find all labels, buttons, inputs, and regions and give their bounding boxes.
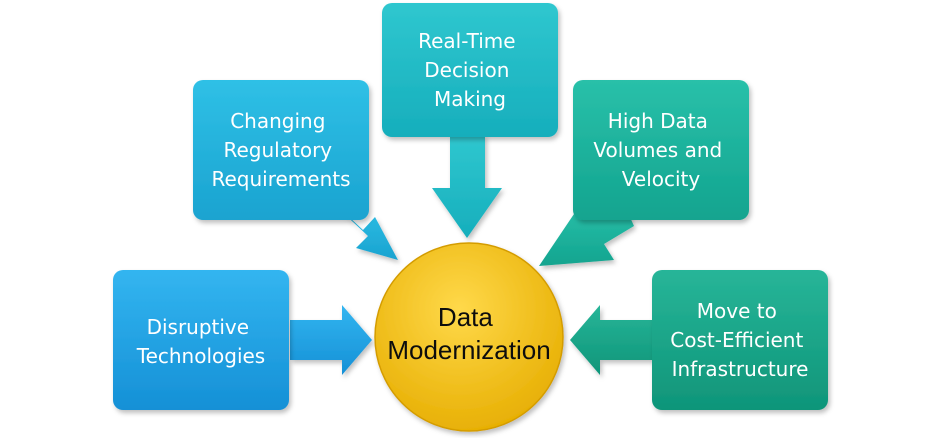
node-cost-text: Move to Cost-Efficient Infrastructure	[670, 299, 809, 381]
node-realtime-text: Real-Time Decision Making	[418, 29, 522, 111]
arrow-disruptive	[290, 305, 372, 375]
node-regulatory-text: Changing Regulatory Requirements	[211, 109, 350, 191]
node-disruptive-technologies: Disruptive Technologies	[113, 270, 289, 410]
center-text: Data Modernization	[387, 302, 550, 365]
node-volume-text: High Data Volumes and Velocity	[593, 109, 728, 191]
arrow-realtime	[432, 135, 502, 238]
node-high-data-volumes: High Data Volumes and Velocity	[573, 80, 749, 220]
node-real-time-decision-making: Real-Time Decision Making	[382, 3, 558, 137]
center-data-modernization: Data Modernization	[374, 242, 564, 432]
node-cost-efficient-infrastructure: Move to Cost-Efficient Infrastructure	[652, 270, 828, 410]
arrow-cost	[570, 305, 652, 375]
node-disruptive-text: Disruptive Technologies	[136, 315, 265, 368]
arrow-regulatory	[333, 202, 398, 260]
node-changing-regulatory-requirements: Changing Regulatory Requirements	[193, 80, 369, 220]
